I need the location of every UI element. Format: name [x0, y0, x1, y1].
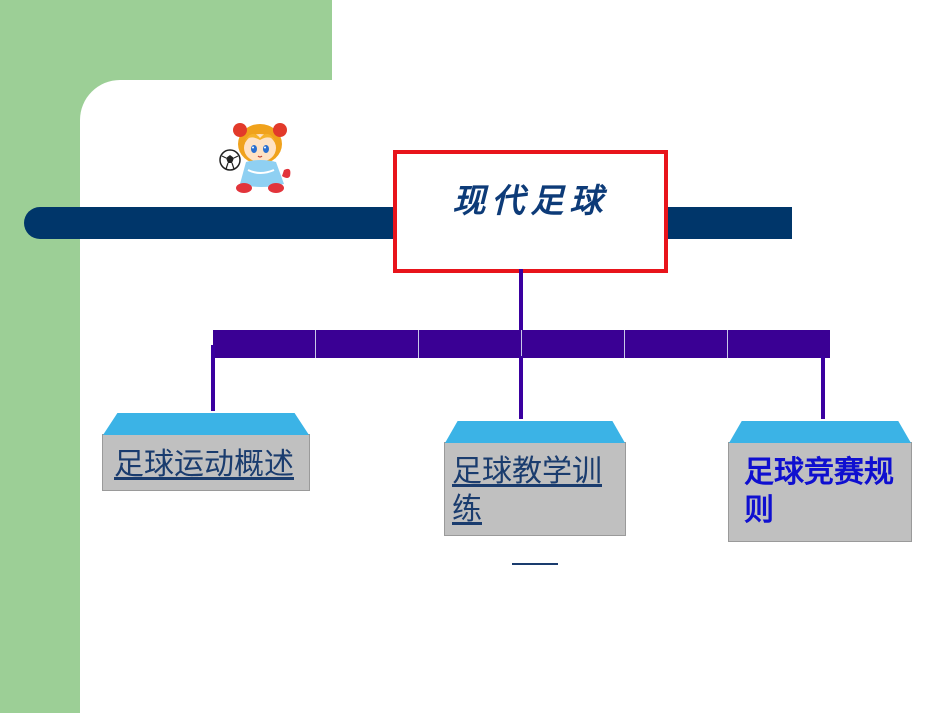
node-top-face [103, 413, 309, 435]
bar-segment-divider [727, 330, 728, 358]
child-node-overview-link[interactable]: 足球运动概述 [114, 447, 294, 482]
root-node: 现代足球 [393, 150, 668, 273]
bar-segment-divider [418, 330, 419, 358]
white-top-strip [332, 0, 950, 80]
child-node-overview [102, 413, 310, 491]
child-node-rules-label: 足球竞赛规则 [744, 455, 894, 528]
node-top-face [445, 421, 625, 443]
root-node-title: 现代足球 [452, 181, 609, 220]
bar-segment-divider [521, 330, 522, 358]
bar-segment-divider [315, 330, 316, 358]
branch-connector-middle [519, 356, 523, 419]
child-node-training-link[interactable]: 足球教学训练 [452, 454, 602, 527]
bar-segment-divider [624, 330, 625, 358]
branch-connector-left [211, 345, 215, 411]
node-top-face [729, 421, 911, 443]
child-node-rules [728, 421, 912, 542]
cartoon-girl-with-soccer-ball-icon [218, 118, 298, 198]
root-connector-line [519, 269, 523, 331]
branch-connector-right [821, 356, 825, 419]
underline-dash [512, 563, 558, 565]
child-node-training [444, 421, 626, 536]
